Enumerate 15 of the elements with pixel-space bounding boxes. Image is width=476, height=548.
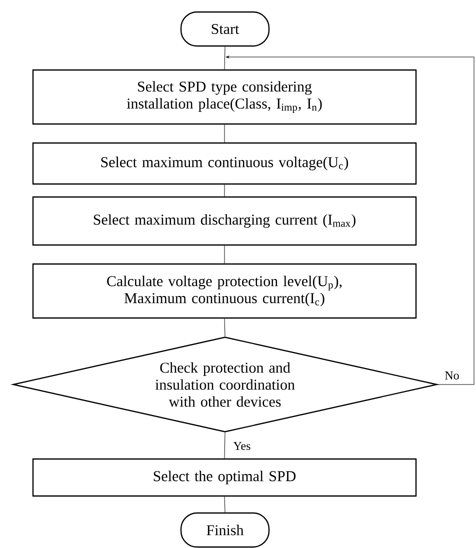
edge-label: Yes [232,441,252,451]
process-box: Select maximum discharging current (I$_{max}$) [32,196,417,246]
process-box: Calculate voltage protection level(U$_{p}$), Maximum continuous current(I$_{c}$) [32,263,417,319]
connector [224,496,226,513]
connector [226,56,474,385]
process-box: Select the optimal SPD [32,458,417,497]
connector [224,124,225,143]
edge-label: No [444,370,460,380]
connector [224,318,226,337]
connector [224,432,226,459]
process-box: Select SPD type considering installation place(Class, I$_{imp}$, I$_{n}$) [32,69,417,125]
process-box: Select maximum continuous voltage(U$_{c}$) [32,142,417,185]
connector [224,184,225,197]
connector [224,245,225,264]
connector [224,46,226,70]
